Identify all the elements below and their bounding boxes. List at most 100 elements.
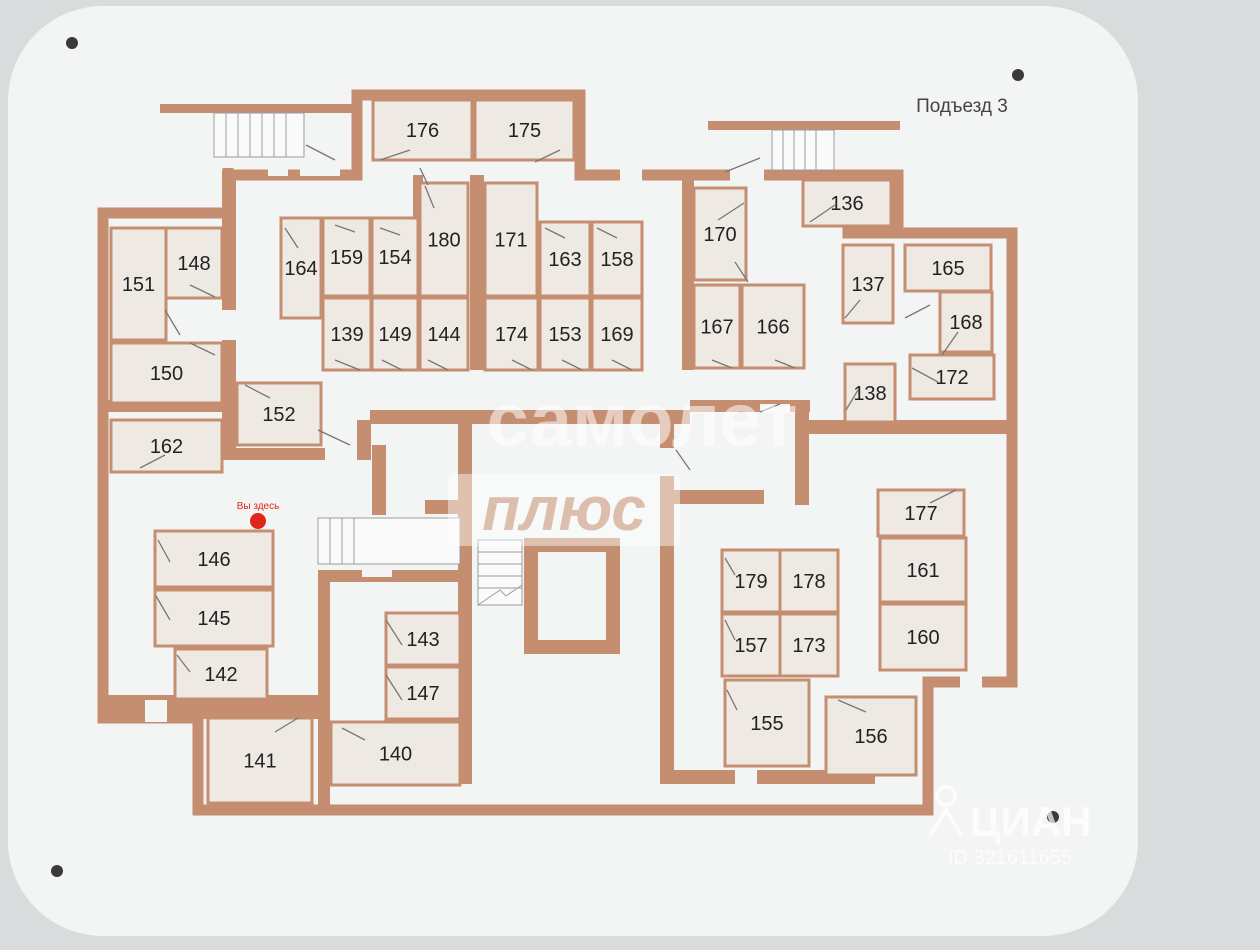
storage-room-outline: [740, 283, 806, 370]
entrance-label: Подъезд 3: [916, 96, 1008, 117]
stair-shaft: [317, 517, 620, 654]
storage-room: 177: [876, 488, 966, 538]
storage-room-outline: [723, 678, 811, 768]
door-swing: [941, 331, 959, 356]
storage-room-number: 169: [600, 324, 633, 346]
storage-room-outline: [321, 216, 372, 298]
storage-room-outline: [279, 216, 323, 320]
door-swing: [844, 299, 861, 319]
door-swing: [845, 389, 859, 411]
storage-room-outline: [329, 720, 462, 787]
storage-room-number: 136: [830, 193, 863, 215]
storage-room: 160: [878, 602, 968, 672]
door-swings: [139, 144, 959, 741]
storage-room-outline: [153, 588, 275, 648]
you-are-here-marker: [250, 513, 266, 529]
door-swing: [596, 227, 618, 239]
cian-watermark-id: ID 321611655: [948, 847, 1072, 869]
door-swing: [759, 403, 781, 413]
storage-room: 166: [740, 283, 806, 370]
screws: [51, 37, 1059, 877]
storage-room-outline: [153, 529, 275, 589]
storage-room-number: 155: [750, 713, 783, 735]
storage-room-number: 163: [548, 249, 581, 271]
storage-room-outline: [843, 362, 897, 424]
door-swing: [379, 149, 411, 161]
storage-room-number: 167: [700, 317, 733, 339]
storage-room-outline: [370, 296, 420, 372]
storage-room-number: 164: [284, 258, 317, 280]
door-swing: [189, 284, 216, 298]
storage-room-number: 161: [906, 560, 939, 582]
door-swing: [139, 454, 166, 469]
storage-room: 161: [878, 536, 968, 604]
storage-room-outline: [878, 536, 968, 604]
brand-watermark-line1: самолет: [487, 378, 798, 463]
storage-room: 176: [371, 98, 474, 162]
storage-room-number: 139: [330, 324, 363, 346]
storage-room-number: 146: [197, 549, 230, 571]
door-swing: [717, 202, 745, 221]
you-are-here-label: Вы здесь: [237, 501, 280, 512]
storage-room-outline: [692, 186, 748, 282]
storage-room: 157: [720, 612, 782, 678]
storage-room-number: 160: [906, 627, 939, 649]
storage-room-number: 141: [243, 751, 276, 773]
storage-room-number: 174: [495, 324, 528, 346]
door-swing: [424, 185, 435, 209]
door-gaps: [145, 160, 982, 788]
storage-room-outline: [418, 181, 470, 298]
storage-room-number: 150: [150, 363, 183, 385]
storage-room-outline: [483, 296, 540, 372]
storage-room-number: 143: [406, 629, 439, 651]
door-swing: [724, 557, 736, 576]
storage-room: 170: [692, 186, 748, 282]
storage-room-outline: [538, 220, 592, 298]
storage-room-outline: [692, 283, 742, 370]
storage-room-outline: [590, 220, 644, 298]
cian-watermark-name: ЦИАН: [970, 798, 1092, 845]
door-swing: [724, 157, 761, 173]
storage-room-number: 171: [494, 230, 527, 252]
storage-room: 172: [908, 353, 996, 401]
storage-room-outline: [878, 602, 968, 672]
storage-room-outline: [109, 226, 168, 342]
storage-room-number: 149: [378, 324, 411, 346]
storage-room-outline: [109, 341, 224, 405]
door-swing: [724, 619, 736, 641]
door-swing: [419, 167, 429, 186]
storage-room-number: 162: [150, 436, 183, 458]
door-swing: [534, 149, 561, 163]
storage-room-number: 173: [792, 635, 825, 657]
stairs-top-right: [708, 121, 900, 171]
door-swing: [837, 699, 867, 713]
storage-room: 144: [418, 296, 470, 372]
storage-room-outline: [801, 178, 893, 228]
storage-room-outline: [483, 181, 539, 298]
storage-room: 167: [692, 283, 742, 370]
storage-room: 165: [903, 243, 993, 293]
door-swing: [904, 304, 931, 319]
door-swing: [274, 717, 299, 733]
door-swing: [334, 224, 356, 233]
door-swing: [379, 227, 401, 236]
door-swing: [385, 619, 403, 646]
storage-room: 169: [590, 296, 644, 372]
storage-room-number: 180: [427, 230, 460, 252]
storage-room-outline: [590, 296, 644, 372]
storage-room: 138: [843, 362, 897, 424]
storage-room: 151: [109, 226, 168, 342]
stairs-top-left: [160, 104, 355, 158]
storage-room-outline: [473, 98, 576, 162]
door-swing: [385, 674, 403, 701]
storage-room: 142: [173, 647, 269, 701]
storage-room-number: 179: [734, 571, 767, 593]
storage-room: 140: [329, 720, 462, 787]
storage-room-number: 154: [378, 247, 411, 269]
storage-room-outline: [235, 381, 323, 447]
storage-room-outline: [778, 612, 840, 678]
door-swing: [164, 309, 181, 336]
storage-room-number: 175: [508, 120, 541, 142]
